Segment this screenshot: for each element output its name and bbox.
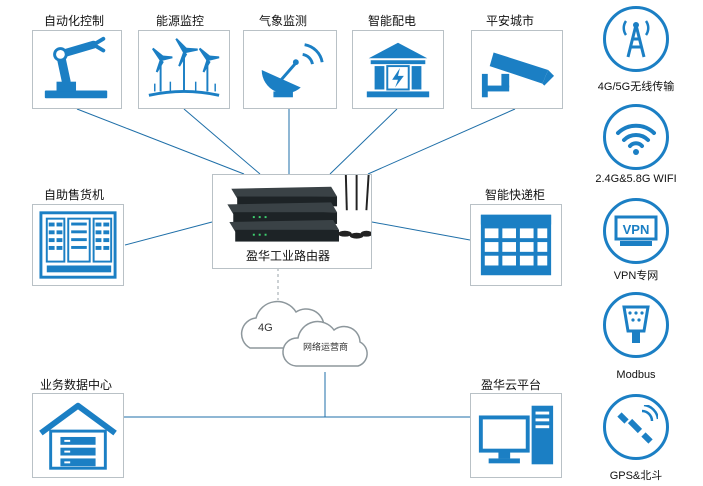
router-label: 盈华工业路由器 xyxy=(246,249,331,263)
automation-box xyxy=(32,30,122,109)
safe-city-label: 平安城市 xyxy=(486,14,535,28)
satellite-dish-icon xyxy=(261,43,324,98)
data-center-icon xyxy=(39,402,117,470)
feature-wifi xyxy=(603,104,669,170)
feature-modbus-label: Modbus xyxy=(616,369,656,381)
carrier-cloud xyxy=(232,292,372,372)
svg-text:VPN: VPN xyxy=(623,222,650,237)
feature-wifi-label: 2.4G&5.8G WIFI xyxy=(595,173,677,185)
weather-box xyxy=(243,30,337,109)
router-box: 盈华工业路由器 xyxy=(212,174,372,269)
router-device-icon xyxy=(227,175,371,242)
feature-vpn-label: VPN专网 xyxy=(613,270,659,282)
power-label: 智能配电 xyxy=(368,14,417,28)
power-box xyxy=(352,30,444,109)
energy-box xyxy=(138,30,230,109)
parcel-locker-icon xyxy=(480,214,552,276)
vending-label: 自助售货机 xyxy=(44,188,105,202)
operator-label: 网络运营商 xyxy=(303,342,349,352)
safe-city-box xyxy=(471,30,563,109)
cloud-platform-label: 盈华云平台 xyxy=(481,378,542,392)
weather-label: 气象监测 xyxy=(259,14,308,28)
feature-gps-label: GPS&北斗 xyxy=(609,470,663,482)
vending-box xyxy=(32,204,124,286)
wind-turbine-icon xyxy=(148,38,220,97)
serial-connector-icon xyxy=(622,305,650,343)
energy-label: 能源监控 xyxy=(156,14,205,28)
locker-label: 智能快递柜 xyxy=(485,188,546,202)
power-building-icon xyxy=(366,42,430,98)
vpn-icon: VPN xyxy=(614,215,658,246)
feature-gps xyxy=(603,394,669,460)
wifi-icon xyxy=(616,123,656,155)
robot-arm-icon xyxy=(44,36,108,99)
automation-label: 自动化控制 xyxy=(44,14,105,28)
feature-cellular-label: 4G/5G无线传输 xyxy=(597,81,675,93)
satellite-icon xyxy=(617,405,658,444)
locker-box xyxy=(470,204,562,286)
datacenter-box xyxy=(32,393,124,478)
datacenter-label: 业务数据中心 xyxy=(40,378,113,392)
feature-cellular xyxy=(603,6,669,72)
vending-machine-icon xyxy=(39,211,117,279)
computer-icon xyxy=(478,405,554,465)
network-4g-label: 4G xyxy=(258,322,273,334)
antenna-tower-icon xyxy=(622,20,650,58)
feature-modbus xyxy=(603,292,669,358)
security-camera-icon xyxy=(481,52,555,98)
cloud-platform-box xyxy=(470,393,562,478)
feature-vpn: VPN xyxy=(603,198,669,264)
